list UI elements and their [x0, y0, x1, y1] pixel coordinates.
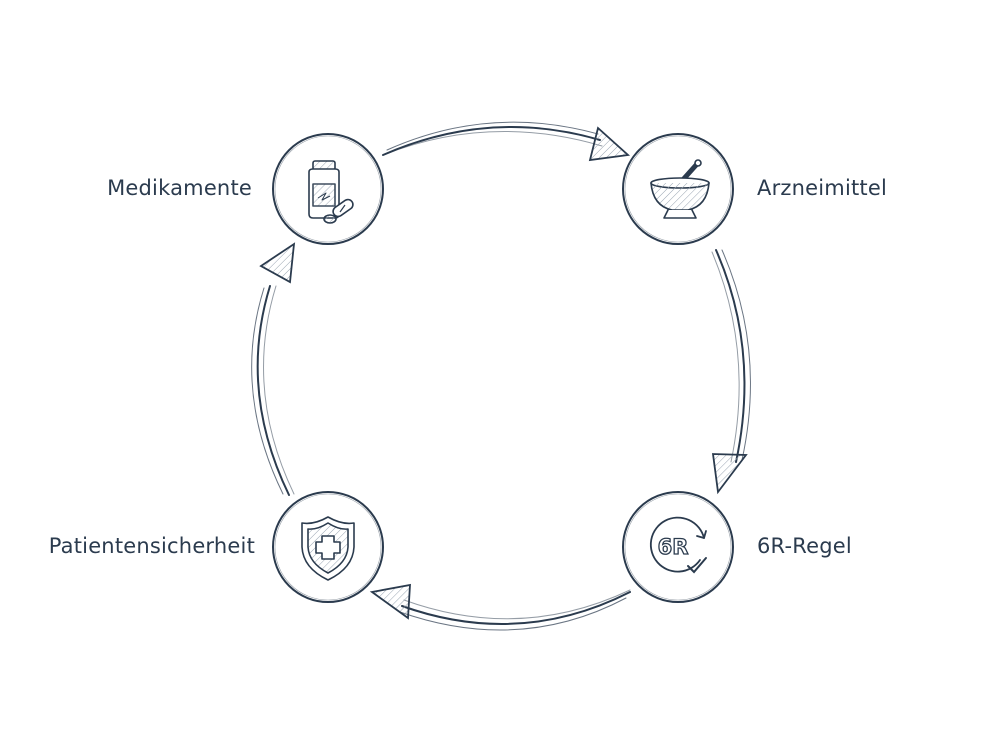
arrow-6r-regel-to-patientensicherheit — [369, 583, 631, 631]
node-arzneimittel — [622, 133, 734, 245]
arrow-medikamente-to-arzneimittel — [382, 121, 631, 162]
cycle-arrows — [251, 121, 751, 631]
arrow-arzneimittel-to-6r-regel — [711, 249, 751, 495]
node-6r-regel: 6R — [622, 491, 734, 603]
node-patientensicherheit — [272, 491, 384, 603]
pill-bottle-icon — [308, 160, 354, 224]
label-6r-regel: 6R-Regel — [757, 534, 852, 558]
mortar-pestle-icon — [650, 159, 710, 219]
6r-text: 6R — [658, 535, 689, 559]
label-patientensicherheit: Patientensicherheit — [48, 534, 255, 558]
node-medikamente — [272, 133, 384, 245]
6r-check-icon: 6R — [649, 516, 707, 574]
arrow-patientensicherheit-to-medikamente — [251, 242, 296, 496]
label-medikamente: Medikamente — [107, 176, 252, 200]
capsule-icon — [332, 198, 354, 218]
label-arzneimittel: Arzneimittel — [757, 176, 887, 200]
shield-cross-icon — [301, 516, 355, 581]
